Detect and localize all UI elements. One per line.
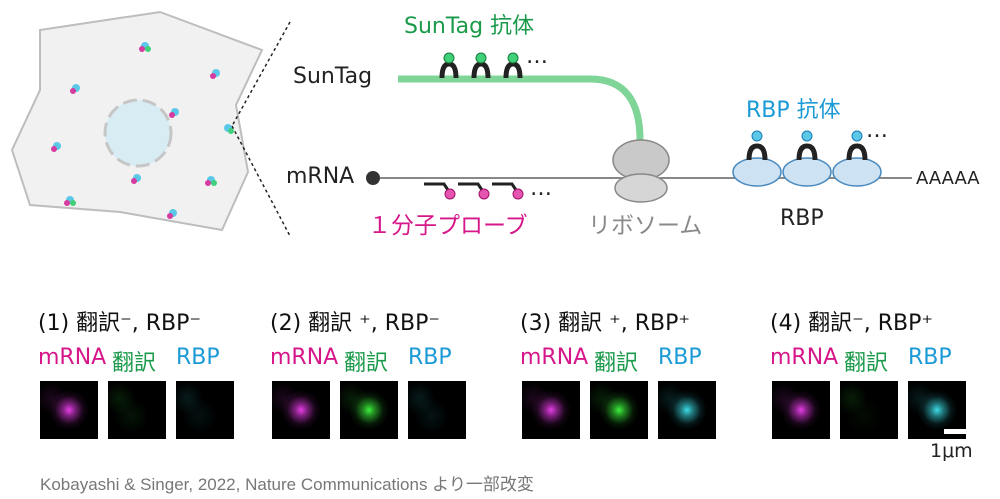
channel-label-rbp: RBP bbox=[408, 345, 452, 370]
channel-label-rbp: RBP bbox=[908, 345, 952, 370]
ribosome-label: リボソーム bbox=[588, 213, 703, 239]
panel-title-3: (3) 翻訳 ⁺, RBP⁺ bbox=[520, 311, 691, 336]
micrograph-4-mrna bbox=[772, 381, 830, 439]
channel-label-mrna: mRNA bbox=[270, 345, 339, 370]
micrograph-3-mrna bbox=[522, 381, 580, 439]
cell-spots bbox=[51, 42, 234, 219]
micrograph-2-translation bbox=[340, 381, 398, 439]
channel-label-rbp: RBP bbox=[176, 345, 220, 370]
channel-label-mrna: mRNA bbox=[770, 345, 839, 370]
rbp-ellipsis: … bbox=[866, 118, 888, 143]
micrograph-2-mrna bbox=[272, 381, 330, 439]
polya-label: AAAAA bbox=[916, 168, 980, 189]
suntag-label: SunTag bbox=[293, 64, 373, 89]
channel-label-mrna: mRNA bbox=[38, 345, 107, 370]
suntag-peptide bbox=[398, 75, 644, 150]
suntag-antibody-label: SunTag 抗体 bbox=[404, 14, 535, 39]
micrograph-3-translation bbox=[590, 381, 648, 439]
channel-label-translation: 翻訳 bbox=[594, 351, 639, 376]
scale-label: 1μm bbox=[930, 440, 973, 462]
suntag-ellipsis: … bbox=[526, 44, 548, 69]
panel-title-4: (4) 翻訳⁻, RBP⁺ bbox=[770, 311, 934, 336]
rbp-antibodies bbox=[746, 130, 868, 161]
panel-title-1: (1) 翻訳⁻, RBP⁻ bbox=[38, 311, 202, 336]
channel-label-mrna: mRNA bbox=[520, 345, 589, 370]
channel-label-rbp: RBP bbox=[658, 345, 702, 370]
smfish-probes bbox=[424, 182, 524, 200]
scale-bar bbox=[944, 429, 970, 434]
mrna-label: mRNA bbox=[286, 164, 355, 189]
micrograph-3-rbp bbox=[658, 381, 716, 439]
channel-label-translation: 翻訳 bbox=[344, 351, 389, 376]
ribosome-icon bbox=[612, 139, 670, 203]
micrograph-1-mrna bbox=[40, 381, 98, 439]
mrna-cap bbox=[366, 171, 380, 185]
micrograph-2-rbp bbox=[408, 381, 466, 439]
rbp-antibody-label: RBP 抗体 bbox=[746, 98, 841, 123]
probe-label: １分子プローブ bbox=[368, 213, 528, 239]
micrograph-1-rbp bbox=[176, 381, 234, 439]
panel-title-2: (2) 翻訳 ⁺, RBP⁻ bbox=[270, 311, 441, 336]
credit-text: Kobayashi & Singer, 2022, Nature Communi… bbox=[40, 475, 534, 494]
suntag-antibodies bbox=[439, 52, 523, 79]
translation-schematic bbox=[10, 10, 912, 237]
nucleus bbox=[103, 98, 173, 168]
rbp-proteins bbox=[732, 157, 882, 187]
micrograph-4-translation bbox=[840, 381, 898, 439]
micrograph-1-translation bbox=[108, 381, 166, 439]
probe-ellipsis: … bbox=[530, 176, 552, 201]
channel-label-translation: 翻訳 bbox=[112, 351, 157, 376]
channel-label-translation: 翻訳 bbox=[844, 351, 889, 376]
rbp-label: RBP bbox=[780, 206, 824, 231]
